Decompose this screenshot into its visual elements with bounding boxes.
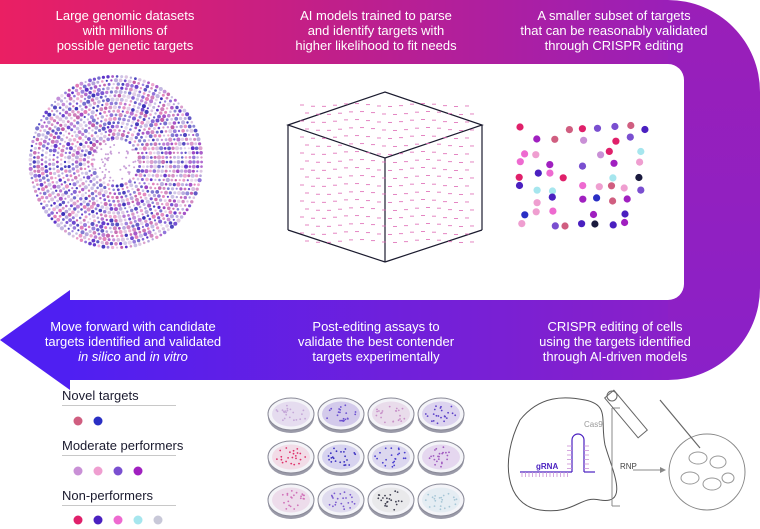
legend-non-title: Non-performers (62, 488, 154, 503)
rnp-label: RNP (620, 462, 637, 471)
legend-dot (113, 515, 123, 525)
grna-label: gRNA (536, 462, 559, 471)
legend-dot (73, 515, 83, 525)
legend-rule (62, 405, 176, 406)
legend-dot (93, 416, 103, 426)
legend-dot (73, 466, 83, 476)
ai-model-cube (286, 91, 484, 263)
target-subset-scatter (515, 121, 649, 230)
legend-dot (133, 466, 143, 476)
legend-dot (93, 515, 103, 525)
cas9-rnp-illustration (507, 389, 746, 512)
cas9-label: Cas9 (584, 420, 603, 429)
legend-novel-title: Novel targets (62, 388, 139, 403)
step-6-caption: Move forward with candidate targets iden… (44, 319, 222, 364)
legend-moderate-title: Moderate performers (62, 438, 184, 453)
legend-dot (113, 466, 123, 476)
legend-dot (153, 515, 163, 525)
genomic-dataset-circle (28, 75, 204, 250)
legend-rule (62, 455, 176, 456)
cube-particles (300, 103, 474, 243)
legend-dot (93, 466, 103, 476)
right-curve (668, 0, 760, 380)
legend-dots (73, 416, 163, 525)
bottom-band (70, 300, 668, 380)
grna-ticks (521, 445, 589, 477)
arrow-head (0, 290, 70, 390)
legend-dot (73, 416, 83, 426)
legend-dot (133, 515, 143, 525)
petri-dish-grid (267, 397, 465, 519)
top-band (0, 0, 668, 64)
legend-rule (62, 505, 176, 506)
